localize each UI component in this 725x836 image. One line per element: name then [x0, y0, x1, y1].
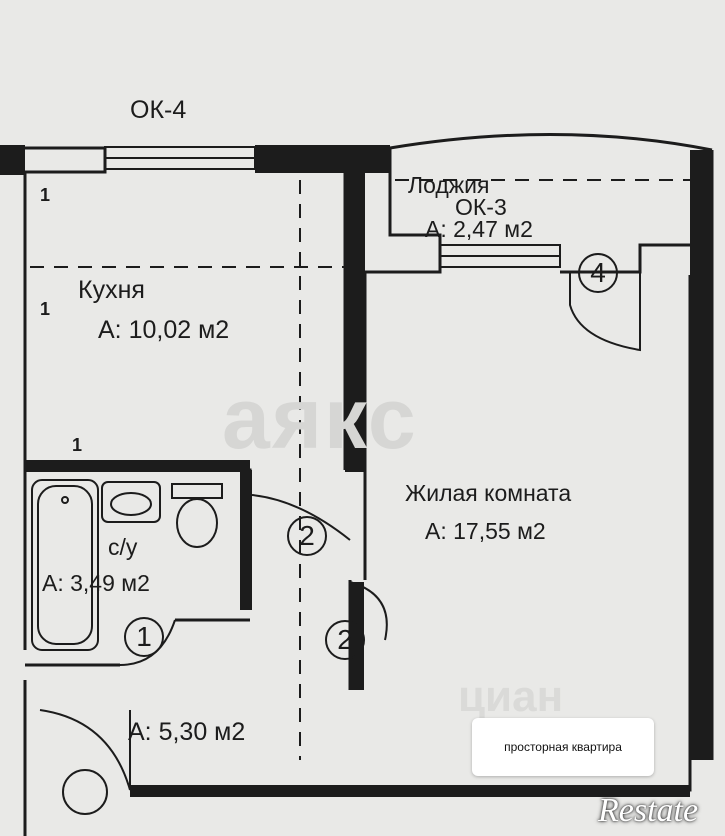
caption-chip[interactable]: просторная квартира	[472, 718, 654, 776]
hall-area: А: 5,30 м2	[128, 718, 246, 746]
window-label-top: ОК-4	[130, 96, 187, 124]
wall-bath-bottom	[25, 618, 250, 667]
bathroom-name: с/у	[108, 534, 138, 560]
kitchen-mark-bottom: 1	[72, 435, 83, 455]
sink	[101, 481, 161, 523]
toilet-tank	[171, 483, 223, 499]
wall-block	[255, 145, 390, 173]
wall-block	[25, 460, 250, 472]
door-marker-2-lower: 2	[325, 620, 365, 660]
bathtub	[31, 479, 99, 651]
loggia-window-label: ОК-3	[455, 194, 507, 220]
door-swing-entrance	[39, 709, 131, 791]
door-swing-hall-right	[349, 581, 388, 641]
living-room-area: А: 17,55 м2	[425, 518, 546, 544]
living-room-name: Жилая комната	[405, 480, 572, 506]
kitchen-mark-left: 1	[40, 299, 51, 319]
door-marker-2-upper: 2	[287, 516, 327, 556]
wall-block	[690, 150, 712, 760]
kitchen-name: Кухня	[78, 276, 145, 304]
door-marker-4: 4	[578, 253, 618, 293]
bathroom-area: А: 3,49 м2	[42, 570, 150, 596]
loggia-arc	[389, 132, 713, 152]
watermark-ayaks: аякс	[222, 371, 418, 467]
kitchen-mark-top: 1	[40, 185, 51, 205]
wall-block	[345, 172, 365, 472]
wall-block	[130, 785, 690, 797]
watermark-cian: циан	[458, 672, 564, 721]
restate-logo: Restate	[598, 792, 699, 829]
wall-block	[0, 145, 25, 175]
toilet-bowl	[176, 498, 218, 548]
door-swing-loggia	[569, 272, 641, 352]
entrance-lock	[62, 769, 108, 815]
loggia-name: Лоджия	[408, 172, 490, 198]
door-marker-1: 1	[124, 617, 164, 657]
wall-block	[240, 470, 252, 610]
kitchen-area: А: 10,02 м2	[98, 316, 230, 344]
door-swing-living	[251, 494, 351, 541]
loggia-area: А: 2,47 м2	[425, 216, 533, 242]
